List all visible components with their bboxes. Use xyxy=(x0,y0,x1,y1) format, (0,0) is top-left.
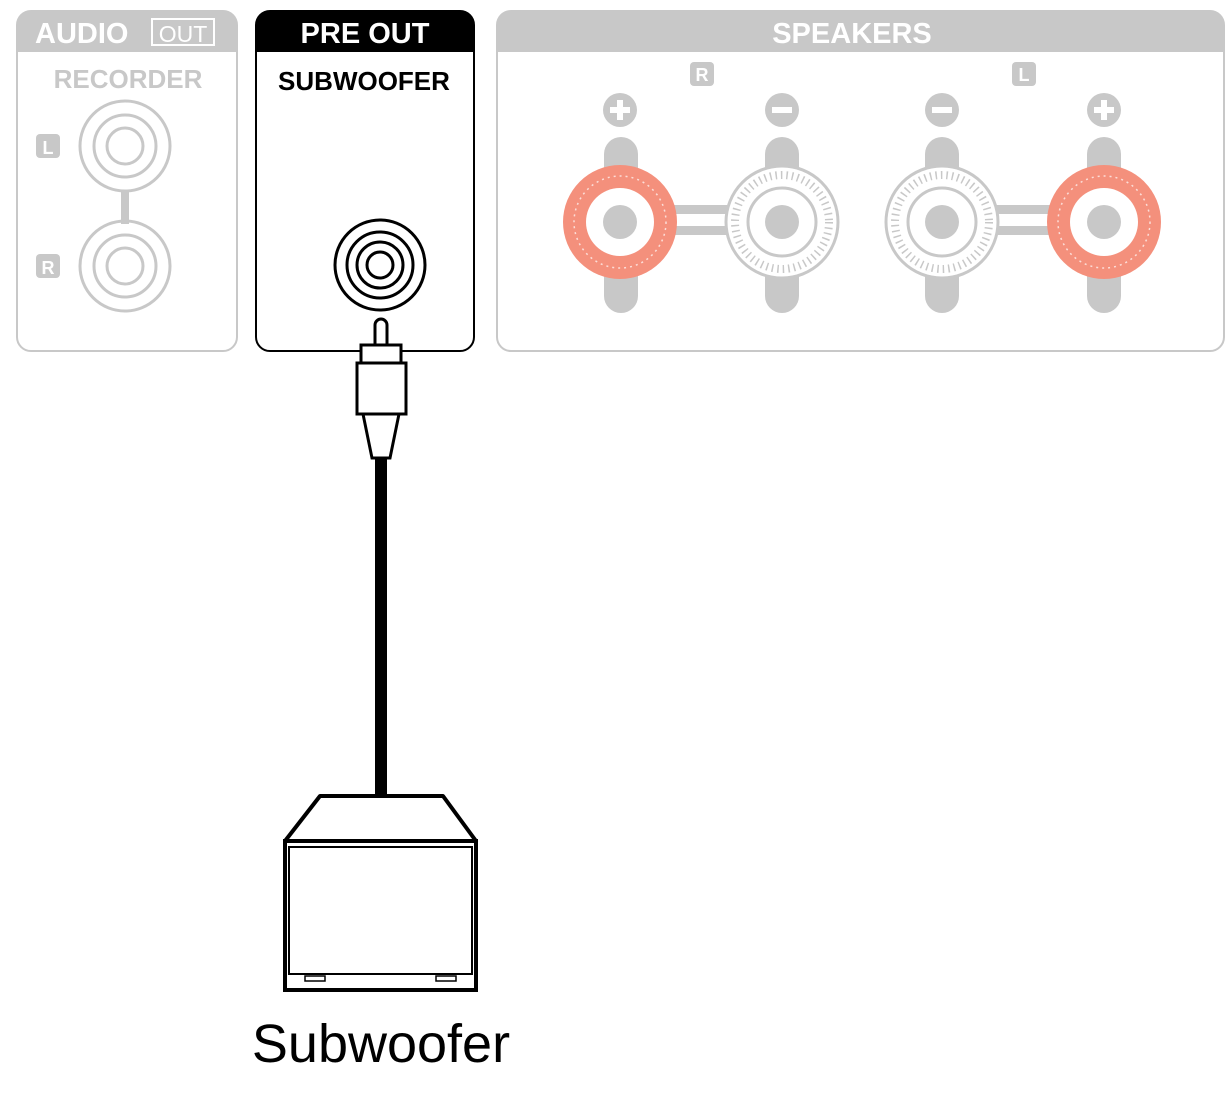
speakers-channel-r-badge xyxy=(690,62,714,86)
speakers-channel-left: L xyxy=(1019,65,1030,85)
speakers-title: SPEAKERS xyxy=(772,18,932,50)
audio-out-channel-right: R xyxy=(42,258,55,278)
subwoofer-pre-out-jack[interactable] xyxy=(333,218,427,312)
audio-out-title: AUDIO xyxy=(35,18,128,50)
audio-out-recorder-panel: AUDIO OUT RECORDER L R xyxy=(16,10,238,352)
recorder-jack-right[interactable] xyxy=(78,219,172,313)
polarity-minus-icon xyxy=(925,93,959,127)
speakers-channel-l-badge xyxy=(1012,62,1036,86)
speakers-panel: SPEAKERS R L xyxy=(496,10,1225,352)
polarity-plus-icon xyxy=(603,93,637,127)
speaker-terminal-r-plus[interactable] xyxy=(563,165,677,279)
audio-out-subtitle: RECORDER xyxy=(54,64,203,94)
polarity-minus-icon xyxy=(765,93,799,127)
speakers-channel-right: R xyxy=(696,65,709,85)
rca-cable xyxy=(355,317,408,796)
subwoofer-speaker-icon xyxy=(283,794,478,992)
channel-r-badge xyxy=(36,254,60,278)
recorder-jack-left[interactable] xyxy=(78,99,172,193)
pre-out-subtitle: SUBWOOFER xyxy=(278,66,450,96)
pre-out-title: PRE OUT xyxy=(301,18,430,50)
subwoofer-label: Subwoofer xyxy=(252,1014,510,1074)
audio-out-badge: OUT xyxy=(159,21,208,47)
audio-out-channel-left: L xyxy=(43,138,54,158)
speaker-terminal-l-plus[interactable] xyxy=(1047,165,1161,279)
speaker-terminal-l-minus[interactable] xyxy=(884,164,1000,280)
channel-l-badge xyxy=(36,134,60,158)
pre-out-subwoofer-panel: PRE OUT SUBWOOFER xyxy=(255,10,475,352)
polarity-plus-icon xyxy=(1087,93,1121,127)
speaker-terminal-r-minus[interactable] xyxy=(724,164,840,280)
